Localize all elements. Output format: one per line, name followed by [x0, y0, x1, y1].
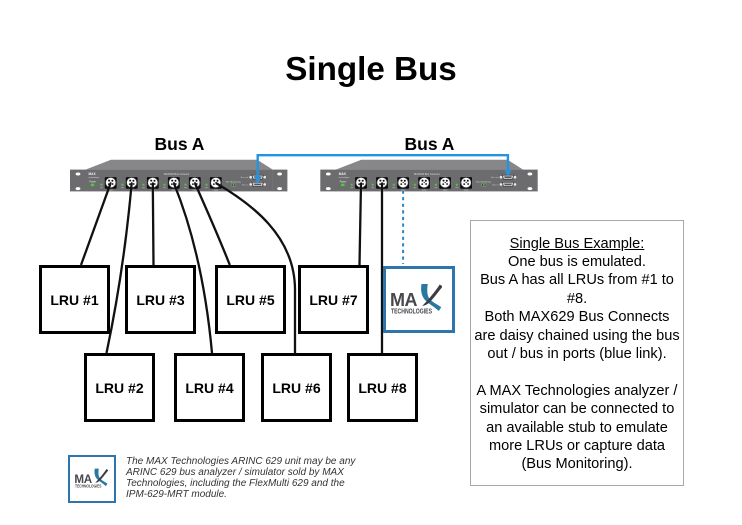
svg-text:MA: MA	[75, 473, 93, 486]
svg-text:MA: MA	[391, 290, 417, 310]
svg-text:TECHNOLOGIES: TECHNOLOGIES	[391, 307, 432, 315]
svg-text:TECHNOLOGIES: TECHNOLOGIES	[75, 484, 101, 488]
